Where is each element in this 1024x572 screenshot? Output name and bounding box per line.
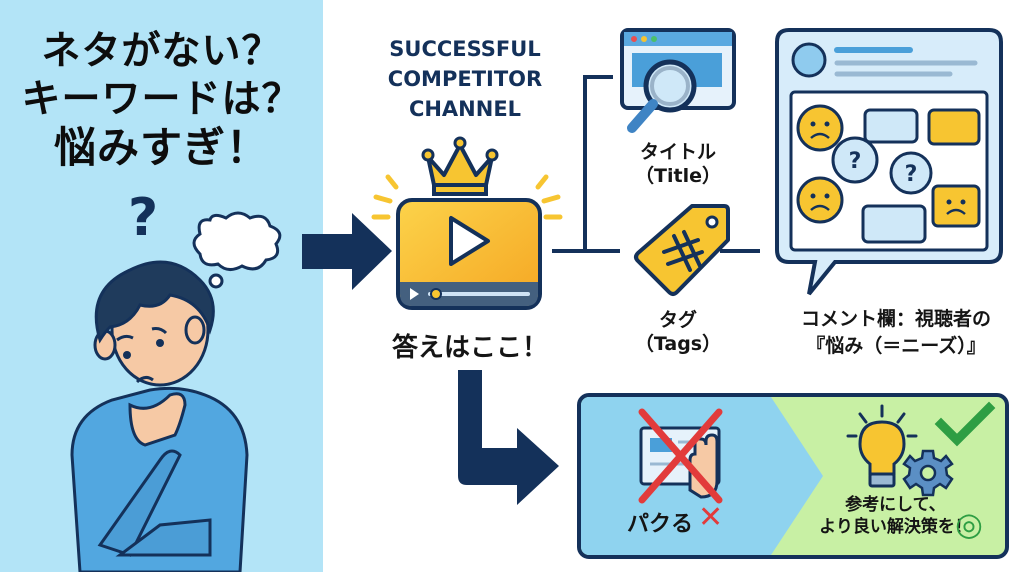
svg-text:?: ? bbox=[849, 149, 862, 174]
arrow-right-icon bbox=[302, 213, 392, 290]
headline-line-1: ネタがない？ bbox=[41, 29, 282, 74]
competitor-title-line-3: CHANNEL bbox=[408, 97, 522, 121]
competitor-caption: 答えはここ！ bbox=[391, 333, 548, 363]
connector-lines bbox=[552, 75, 760, 253]
svg-text:?: ? bbox=[905, 162, 918, 187]
gear-icon bbox=[902, 449, 954, 497]
crown-icon bbox=[421, 136, 499, 196]
good-label-line-2: より良い解決策を！ bbox=[819, 517, 972, 537]
title-source-label: タイトル （Title） bbox=[608, 140, 748, 188]
bad-mark-icon: ✕ bbox=[698, 500, 724, 535]
tags-label-en: （Tags） bbox=[634, 333, 722, 355]
headline-line-3: 悩みすぎ！ bbox=[53, 123, 269, 172]
headline-line-2: キーワードは？ bbox=[21, 77, 302, 122]
title-label-jp: タイトル bbox=[639, 141, 716, 163]
tags-source-label: タグ （Tags） bbox=[608, 308, 748, 356]
good-label-line-1: 参考にして、 bbox=[845, 495, 946, 515]
elbow-arrow-icon bbox=[458, 370, 559, 505]
competitor-title-line-2: COMPETITOR bbox=[387, 67, 543, 91]
tags-label-jp: タグ bbox=[658, 309, 697, 331]
hashtag-tag-icon bbox=[634, 204, 730, 296]
comments-label-line-2: 『悩み（＝ニーズ）』 bbox=[806, 335, 986, 357]
shine-rays-icon bbox=[371, 174, 563, 220]
confused-person-illustration bbox=[70, 260, 249, 572]
lightbulb-icon bbox=[846, 404, 918, 488]
video-player-icon bbox=[396, 198, 542, 310]
good-label: 参考にして、 より良い解決策を！ bbox=[808, 494, 983, 538]
question-mark-icon: ? bbox=[128, 188, 159, 248]
competitor-title-line-1: SUCCESSFUL bbox=[389, 37, 541, 61]
double-circle-icon: ◎ bbox=[955, 505, 983, 543]
check-mark-icon bbox=[934, 401, 996, 447]
title-label-en: （Title） bbox=[635, 165, 721, 187]
browser-magnifier-icon bbox=[620, 28, 736, 133]
competitor-title: SUCCESSFUL COMPETITOR CHANNEL bbox=[365, 34, 565, 124]
copy-hand-crossed-icon bbox=[638, 408, 723, 504]
comments-source-label: コメント欄：視聴者の 『悩み（＝ニーズ）』 bbox=[768, 306, 1024, 360]
bad-label: パクる bbox=[627, 512, 694, 537]
comments-label-line-1: コメント欄：視聴者の bbox=[800, 308, 991, 330]
comment-panel-icon: ?? bbox=[775, 28, 1003, 296]
